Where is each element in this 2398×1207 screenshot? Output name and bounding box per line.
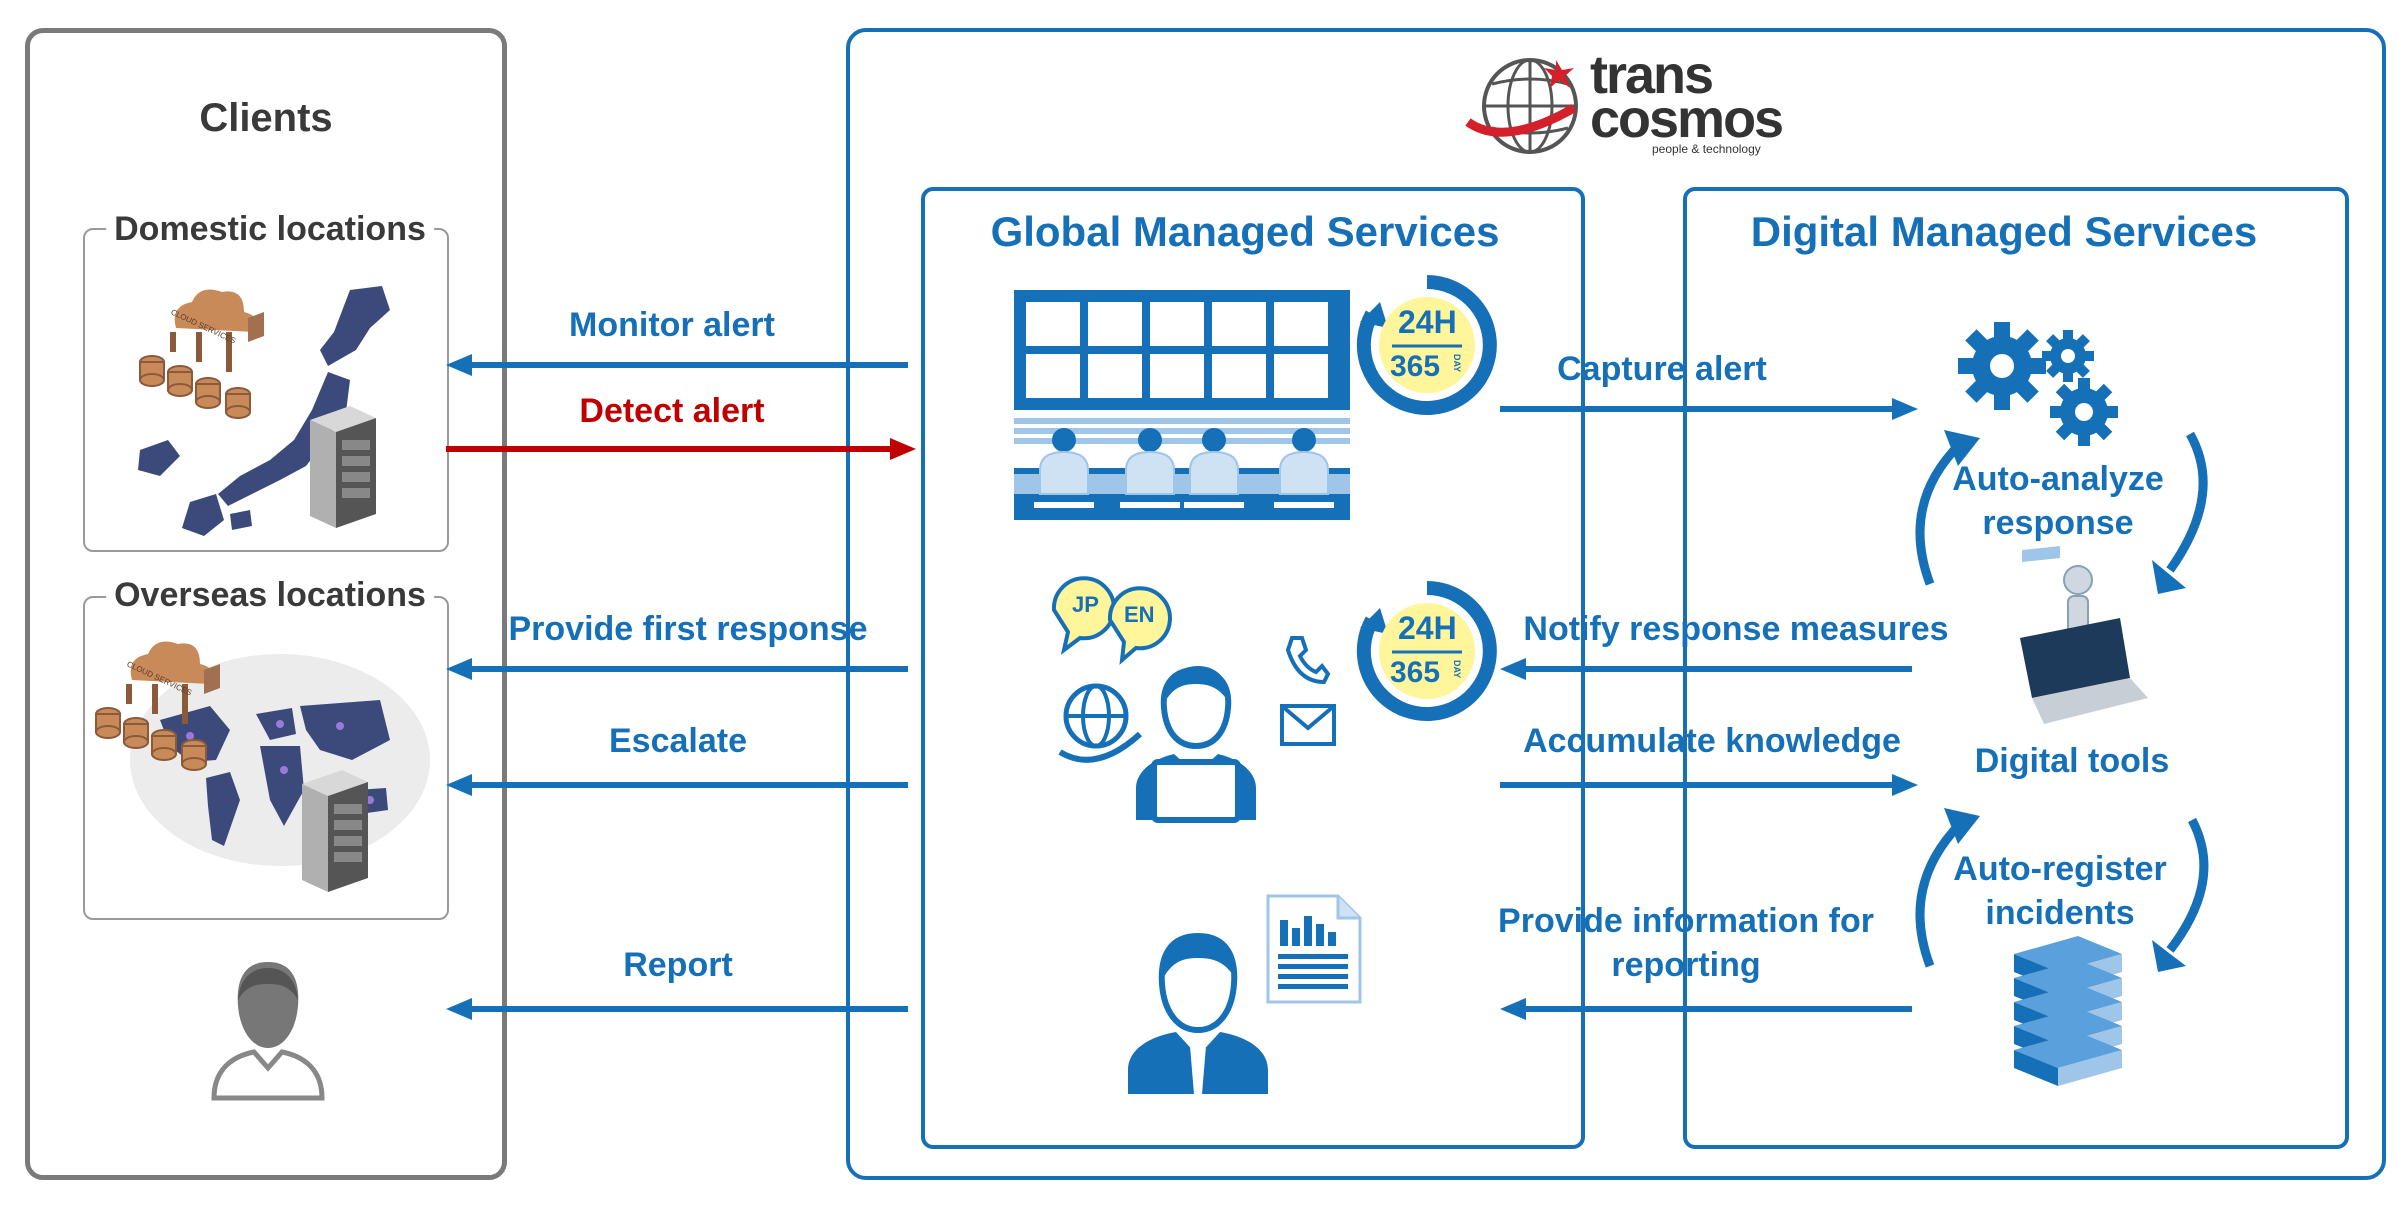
badge-day-text-top: DAY: [1452, 354, 1462, 373]
lang-en-label: EN: [1124, 602, 1155, 627]
monitoring-center-icon: [1014, 290, 1350, 520]
provide-information-label-2: reporting: [1611, 946, 1761, 984]
register-cycle-arrows-icon: [1915, 808, 2209, 972]
incident-database-icon: [2014, 936, 2122, 1086]
24h-365-badge-icon: [1356, 275, 1497, 415]
logo-word-trans: trans: [1590, 45, 1714, 105]
escalate-arrow: [446, 774, 908, 796]
clients-title: Clients: [199, 96, 333, 140]
capture-alert-arrow: [1500, 398, 1918, 420]
digital-managed-services-title: Digital Managed Services: [1750, 208, 2258, 255]
badge-365-text-top: 365: [1390, 350, 1441, 383]
auto-analyze-label-2: response: [1982, 504, 2134, 542]
escalate-label: Escalate: [609, 722, 747, 760]
logo-tagline: people & technology: [1652, 142, 1761, 156]
first-response-arrow: [446, 658, 908, 680]
gears-icon: [1958, 322, 2118, 446]
phone-icon: [1285, 636, 1331, 685]
mail-icon: [1280, 704, 1336, 746]
badge-24h-text-mid: 24H: [1398, 610, 1457, 646]
clients-panel: [25, 28, 507, 1180]
notify-response-arrow: [1500, 658, 1912, 680]
notify-response-label: Notify response measures: [1523, 610, 1949, 648]
provide-information-label-1: Provide information for: [1498, 902, 1874, 940]
transcosmos-logo-icon: [1465, 58, 1578, 154]
report-document-icon: [1266, 894, 1362, 1004]
report-person-icon: [1128, 932, 1268, 1094]
transcosmos-frame: [846, 28, 2386, 1180]
analyze-cycle-arrows-icon: [1915, 430, 2208, 594]
server-icon-overseas: [302, 770, 368, 892]
auto-register-label-1: Auto-register: [1953, 850, 2167, 888]
detect-alert-arrow: [446, 438, 916, 460]
accumulate-knowledge-label: Accumulate knowledge: [1523, 722, 1901, 760]
monitor-alert-arrow: [446, 354, 908, 376]
japan-map-icon: [138, 286, 390, 536]
lang-jp-label: JP: [1072, 592, 1099, 617]
domestic-locations-title: Domestic locations: [106, 210, 434, 249]
badge-365-text-mid: 365: [1390, 656, 1441, 689]
badge-24h-text-top: 24H: [1398, 304, 1457, 340]
report-label: Report: [623, 946, 733, 984]
badge-day-text-mid: DAY: [1452, 660, 1462, 679]
accumulate-knowledge-arrow: [1500, 774, 1918, 796]
auto-analyze-label-1: Auto-analyze: [1952, 460, 2164, 498]
overseas-locations-title: Overseas locations: [106, 576, 434, 615]
detect-alert-label: Detect alert: [579, 392, 765, 430]
cloud-services-icon-overseas: [95, 641, 220, 771]
monitor-alert-label: Monitor alert: [569, 306, 775, 344]
client-person-icon: [211, 962, 325, 1101]
server-icon: [310, 406, 376, 528]
24h-365-badge-icon-2: [1356, 581, 1497, 721]
auto-register-label-2: incidents: [1985, 894, 2135, 932]
global-managed-services-title: Global Managed Services: [990, 208, 1500, 255]
multilingual-operator-icon: [1051, 576, 1256, 823]
digital-tools-label: Digital tools: [1974, 742, 2170, 780]
report-arrow: [446, 998, 908, 1020]
ai-robot-laptop-icon: [2020, 546, 2148, 724]
first-response-label: Provide first response: [508, 610, 868, 648]
cloud-services-icon: [139, 289, 264, 419]
logo-word-cosmos: cosmos: [1590, 89, 1784, 149]
capture-alert-label: Capture alert: [1557, 350, 1767, 388]
provide-information-arrow: [1500, 998, 1912, 1020]
